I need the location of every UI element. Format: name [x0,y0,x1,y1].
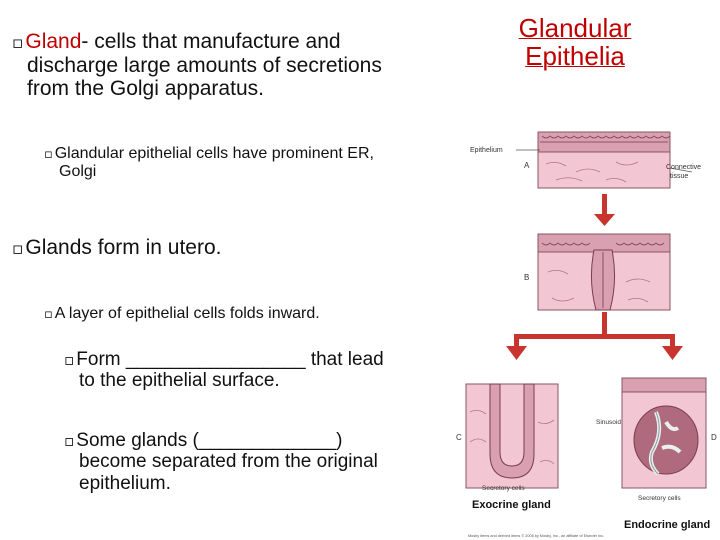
figure-credit: Mosby items and derived items © 2008 by … [468,534,604,538]
bullet-text: Some glands (_____________) [76,430,343,451]
label-connective-1: Connective [666,164,701,171]
label-epithelium: Epithelium [470,147,503,154]
bullet-text: Golgi [59,162,97,180]
label-connective-2: tissue [670,173,688,180]
bullet-marker-icon: ▫ [44,307,53,322]
bullet-er-golgi: ▫Glandular epithelial cells have promine… [44,145,454,181]
stage-b-illustration [537,233,671,311]
label-exocrine-gland: Exocrine gland [472,499,551,511]
label-c: C [456,433,462,442]
slide-title: Glandular Epithelia [500,14,650,70]
label-a: A [524,161,530,170]
stage-a-illustration [516,131,693,189]
label-sinusoid: Sinusoid [596,419,621,426]
label-d: D [711,433,717,442]
bullet-text: A layer of epithelial cells folds inward… [54,305,320,322]
endocrine-gland-illustration [621,377,707,489]
exocrine-gland-illustration [465,383,559,489]
label-endocrine-gland: Endocrine gland [624,519,710,531]
label-secretory-cells-right: Secretory cells [638,495,681,502]
bullet-text: Glands form in utero. [25,236,222,259]
bullet-marker-icon: ▫ [44,147,53,162]
bullet-marker-icon: ▫ [12,32,24,52]
label-b: B [524,273,529,282]
term-gland: Gland [25,30,82,53]
arrow-down-icon [594,194,615,226]
bullet-glands-form: ▫Glands form in utero. [12,236,452,260]
bullet-text: Form _________________ that lead [76,349,384,370]
bullet-layer-folds: ▫A layer of epithelial cells folds inwar… [44,305,454,323]
bullet-marker-icon: ▫ [64,432,75,450]
bullet-text: to the epithelial surface. [79,370,280,392]
bullet-marker-icon: ▫ [12,238,24,258]
bullet-form-blank: ▫Form _________________ that lead to the… [64,349,454,392]
bullet-text: epithelium. [79,472,171,494]
title-line: Epithelia [525,41,625,72]
bullet-text: discharge large amounts of secretions [27,53,382,77]
gland-formation-diagram: Epithelium A Connective tissue B C Secre… [456,131,717,538]
label-secretory-cells-left: Secretory cells [482,485,525,492]
bullet-text: Glandular epithelial cells have prominen… [54,145,374,162]
bullet-some-glands: ▫Some glands (_____________) become sepa… [64,430,454,494]
bullet-gland-definition: ▫Gland- cells that manufacture and disch… [12,30,472,101]
arrow-branch-icon [506,312,683,360]
bullet-text: become separated from the original [79,451,378,473]
bullet-text: from the Golgi apparatus. [27,77,264,101]
bullet-text: - cells that manufacture and [81,30,341,53]
bullet-marker-icon: ▫ [64,351,75,369]
title-line: Glandular [518,13,632,43]
